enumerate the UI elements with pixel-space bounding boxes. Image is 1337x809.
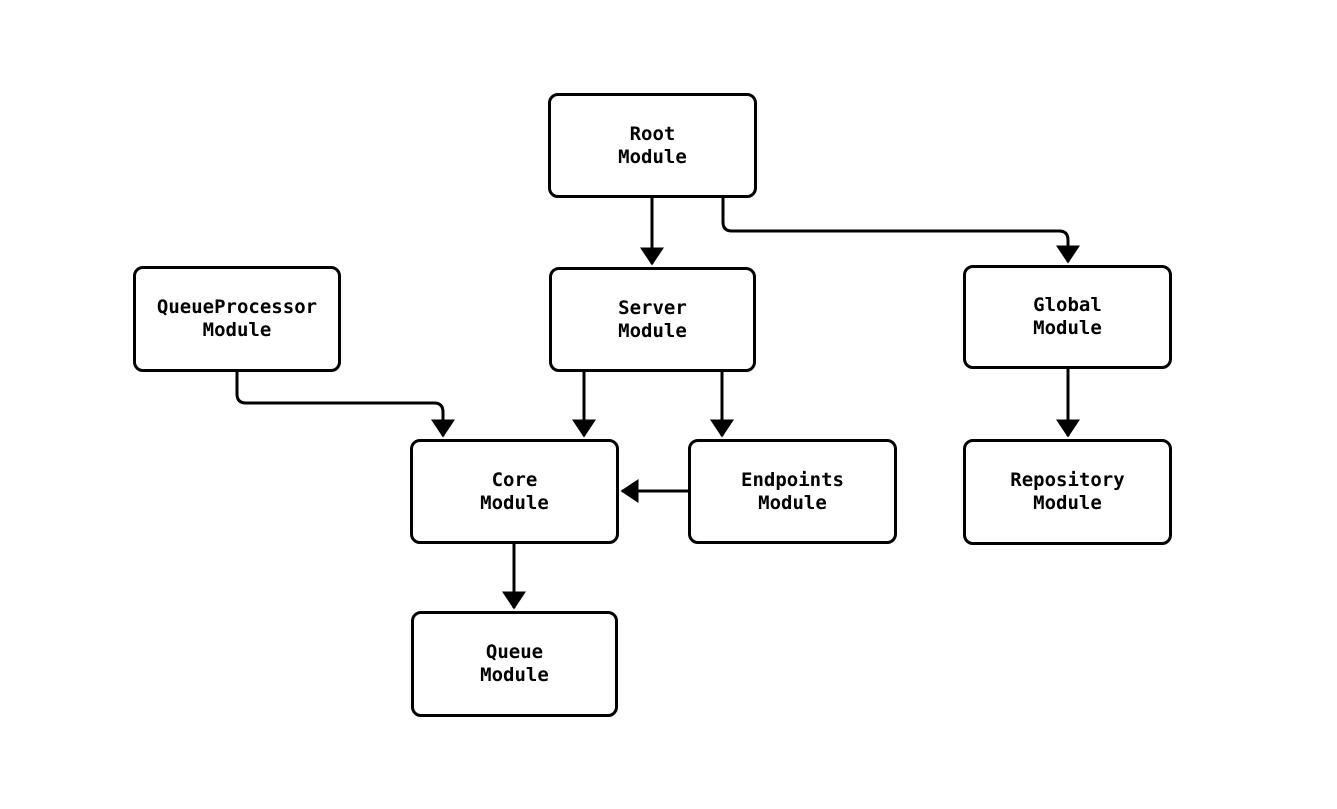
node-label-line: Queue: [485, 641, 544, 663]
edge-queueprocessor-core: [235, 372, 455, 438]
edge-root-global: [721, 198, 1080, 264]
node-label-line: Core: [491, 468, 538, 491]
node-label-line: Module: [480, 664, 549, 686]
node-label-line: Module: [618, 145, 687, 168]
node-label-line: Global: [1033, 294, 1102, 316]
node-label-line: QueueProcessor: [156, 296, 318, 318]
node-label-line: Endpoints: [741, 468, 844, 491]
node-label-line: Module: [480, 491, 549, 514]
node-label-line: Module: [202, 319, 272, 341]
node-label-line: Module: [758, 491, 827, 514]
node-label-line: Root: [629, 122, 676, 145]
node-label-line: Server: [618, 296, 687, 319]
node-label-line: Module: [1033, 317, 1102, 339]
node-label-line: Repository: [1010, 469, 1125, 491]
node-label-line: Module: [1033, 492, 1102, 514]
node-label-line: Module: [618, 319, 687, 342]
